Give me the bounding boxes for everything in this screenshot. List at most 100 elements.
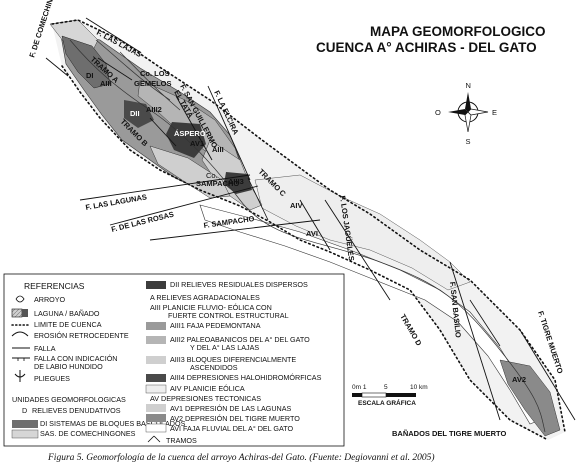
arroyo-icon xyxy=(15,295,25,303)
fault-san-guillermo xyxy=(175,95,213,161)
laguna-icon xyxy=(11,308,23,318)
aiii1-swatch xyxy=(146,322,166,330)
label-aspero: ÁSPERO xyxy=(174,129,206,138)
av1-swatch xyxy=(146,404,166,412)
tramo-separator xyxy=(469,299,501,347)
label-tramo-d: TRAMO D xyxy=(398,313,424,348)
fault-las-lajas xyxy=(85,17,141,53)
legend-right-item: AV DEPRESIONES TECTONICAS xyxy=(150,394,261,403)
scale-seg xyxy=(386,393,416,397)
legend-right-item: ASCENDIDOS xyxy=(190,363,238,372)
legend-left-item: LAGUNA / BAÑADO xyxy=(34,309,100,318)
stream-tributary xyxy=(119,51,181,111)
streams xyxy=(69,39,546,433)
unit-dii xyxy=(124,100,154,128)
label-aiii1-a: AIII xyxy=(100,79,112,88)
legend-left-item: PLIEGUES xyxy=(34,374,70,383)
aiii2-swatch xyxy=(146,336,166,344)
compass-south-arrow-icon xyxy=(464,111,472,133)
compass-east-arrow-icon xyxy=(467,108,489,116)
legend-right-item: AIII2 PALEOABANICOS DEL A° DEL GATO xyxy=(170,335,310,344)
legend-left-item: RELIEVES DENUDATIVOS xyxy=(32,406,121,415)
unit-av1 xyxy=(149,145,231,199)
fault-cross xyxy=(299,199,331,251)
tramo-separator xyxy=(97,57,133,81)
label-aiii2: AIII2 xyxy=(146,105,162,114)
legend-left-text: ARROYO LAGUNA / BAÑADO LIMITE DE CUENCA … xyxy=(12,295,186,438)
legend-left-item: LIMITE DE CUENCA xyxy=(34,320,102,329)
legend-right-item: FUERTE CONTROL ESTRUCTURAL xyxy=(168,311,289,320)
di-swatch xyxy=(12,420,38,428)
fault-los-jagueles xyxy=(324,199,391,301)
unit-av2 xyxy=(499,359,561,437)
scale-seg xyxy=(352,393,362,397)
legend-d-letter: D xyxy=(22,406,27,415)
legend-right-item: TRAMOS xyxy=(166,436,197,445)
fault-san-basilio xyxy=(449,261,501,421)
tramo-separators xyxy=(97,57,501,347)
label-sampacho-co-1: Co. xyxy=(206,171,218,180)
label-aiii1-b: AIII xyxy=(212,145,224,154)
compass-o: O xyxy=(435,108,441,117)
label-gemelos-2: GEMELOS xyxy=(134,79,172,88)
sierras-swatch xyxy=(11,429,39,439)
legend-right-item: AIV PLANICIE EÓLICA xyxy=(170,384,245,393)
unit-avi xyxy=(199,204,541,425)
legend-left-item: DI SISTEMAS DE BLOQUES BASCULADOS xyxy=(40,419,186,428)
legend-left-item: FALLA CON INDICACIÓN xyxy=(34,354,117,363)
label-las-lagunas: F. LAS LAGUNAS xyxy=(85,192,148,212)
pliegues-icon xyxy=(14,370,26,382)
tramo-separator xyxy=(247,177,269,221)
compass-s: S xyxy=(466,137,471,146)
legend: REFERENCIAS D ARROYO LAGUNA / BAÑADO LIM… xyxy=(3,273,345,447)
label-banados: BAÑADOS DEL TIGRE MUERTO xyxy=(392,429,506,438)
scale-label: ESCALA GRÁFICA xyxy=(358,398,416,407)
legend-right-item: AIII4 DEPRESIONES HALOHIDROMÓRFICAS xyxy=(170,373,322,382)
tramo-separator xyxy=(149,117,177,147)
label-av2: AV2 xyxy=(512,375,526,384)
scale-bar: 0m 1 5 10 km ESCALA GRÁFICA xyxy=(352,384,428,407)
legend-frame xyxy=(3,273,345,447)
compass-e: E xyxy=(492,108,497,117)
legend-right-item: DII RELIEVES RESIDUALES DISPERSOS xyxy=(170,280,308,289)
aiv-swatch xyxy=(145,384,167,394)
fault-de-las-rosas xyxy=(109,185,259,226)
label-sampacho-co-2: SAMPACHO xyxy=(196,179,239,188)
legend-heading: REFERENCIAS xyxy=(24,281,85,291)
legend-left-item: EROSIÓN RETROCEDENTE xyxy=(34,331,129,340)
legend-right-item: AV2 DEPRESIÓN DEL TIGRE MUERTO xyxy=(170,414,300,423)
legend-right-item: AVI FAJA FLUVIAL DEL A° DEL GATO xyxy=(170,424,294,433)
stream-tributary xyxy=(95,39,171,101)
basin-boundary xyxy=(51,19,566,441)
figure-caption: Figura 5. Geomorfología de la cuenca del… xyxy=(47,452,435,463)
tramos-icon xyxy=(147,435,161,443)
legend-left-item: SAS. DE COMECHINGONES xyxy=(40,429,136,438)
label-dii: DII xyxy=(130,109,140,118)
legend-left-item: DE LABIO HUNDIDO xyxy=(34,362,103,371)
scale-seg xyxy=(361,392,387,398)
compass-north-arrow-icon xyxy=(465,92,471,112)
label-avi: AVI xyxy=(306,229,318,238)
stream-achiras xyxy=(69,39,546,433)
label-aiii3: AIII3 xyxy=(228,177,244,186)
legend-right-item: AIII3 BLOQUES DIFERENCIALMENTE xyxy=(170,355,296,364)
fault-las-lagunas xyxy=(79,174,251,201)
label-aiv: AIV xyxy=(290,201,303,210)
aiii4-swatch xyxy=(146,374,166,382)
legend-right-item: AV1 DEPRESIÓN DE LAS LAGUNAS xyxy=(170,404,292,413)
aiii3-swatch xyxy=(146,356,166,364)
compass-west-arrow-icon xyxy=(448,109,468,115)
avi-swatch xyxy=(145,423,167,433)
legend-right-item: A RELIEVES AGRADACIONALES xyxy=(150,293,260,302)
basin xyxy=(49,19,566,441)
falla-tick-icon xyxy=(17,358,25,361)
legend-right-text: DII RELIEVES RESIDUALES DISPERSOS A RELI… xyxy=(150,280,322,445)
dii-swatch xyxy=(146,281,166,289)
label-av1: AV1 xyxy=(190,139,204,148)
legend-right-item: AIII1 FAJA PEDEMONTANA xyxy=(170,321,261,330)
legend-left-item: ARROYO xyxy=(34,295,66,304)
label-di: DI xyxy=(86,71,94,80)
compass-n: N xyxy=(466,81,471,90)
label-de-las-rosas: F. DE LAS ROSAS xyxy=(110,210,174,234)
